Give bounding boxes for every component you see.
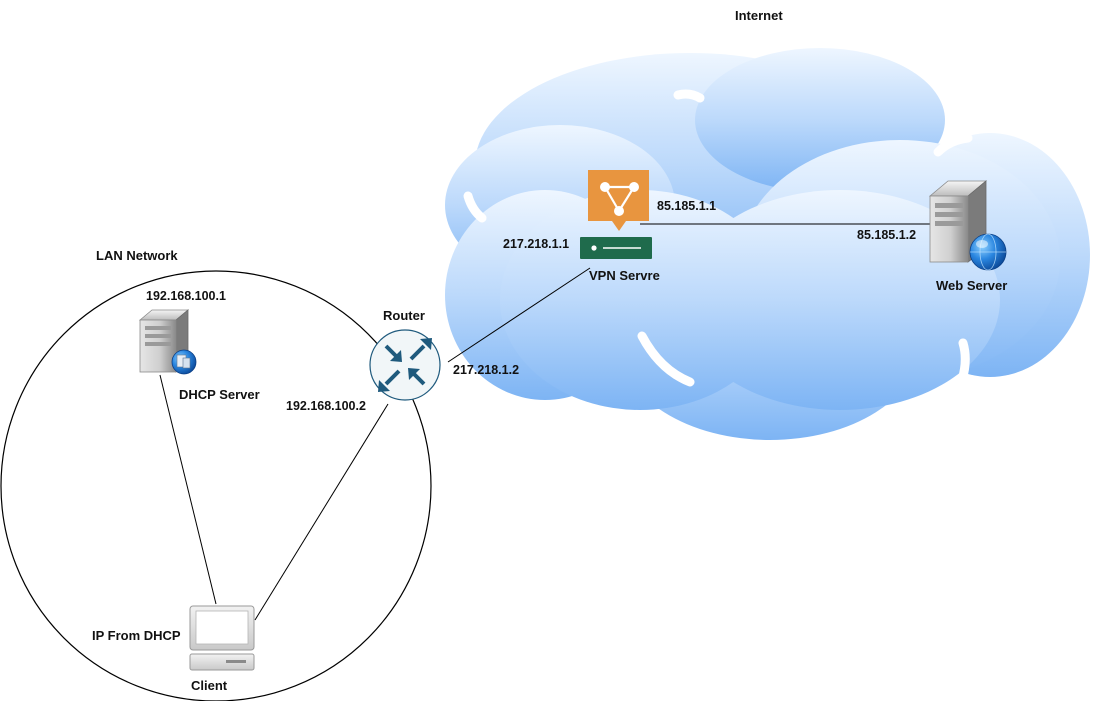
- vpn-server-label: VPN Servre: [589, 268, 660, 283]
- internet-label: Internet: [735, 8, 783, 23]
- vpn-server-ip-right: 85.185.1.1: [657, 199, 716, 213]
- link-router-to-vpn-server: [447, 267, 591, 363]
- lan-boundary: [0, 270, 432, 701]
- vpn-server-ip-left: 217.218.1.1: [503, 237, 569, 251]
- dhcp-server[interactable]: [138, 309, 197, 375]
- dhcp-server-icon: [138, 309, 197, 375]
- client-ip-note: IP From DHCP: [92, 628, 181, 643]
- router-ip-wan: 217.218.1.2: [453, 363, 519, 377]
- web-server-ip: 85.185.1.2: [857, 228, 916, 242]
- router-ip-lan: 192.168.100.2: [286, 399, 366, 413]
- desktop-computer-icon: [189, 605, 255, 671]
- link-dhcp-to-client: [159, 374, 217, 605]
- vpn-server[interactable]: [580, 170, 652, 259]
- dhcp-server-label: DHCP Server: [179, 387, 260, 402]
- router-label: Router: [383, 308, 425, 323]
- link-router-to-client: [254, 403, 389, 621]
- lan-network-label: LAN Network: [96, 248, 178, 263]
- router-icon: [369, 329, 441, 401]
- router[interactable]: [369, 329, 441, 401]
- client[interactable]: [189, 605, 255, 671]
- vpn-gateway-icon: [580, 170, 652, 259]
- client-label: Client: [191, 678, 228, 693]
- web-server-icon: [928, 180, 1007, 271]
- web-server[interactable]: [928, 180, 1007, 271]
- dhcp-server-ip: 192.168.100.1: [146, 289, 226, 303]
- web-server-label: Web Server: [936, 278, 1007, 293]
